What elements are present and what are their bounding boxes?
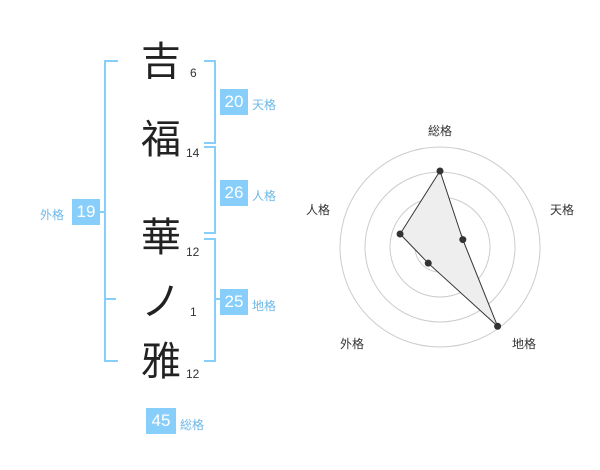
- radar-point-4: [424, 259, 432, 267]
- tenkaku-value-box: 20: [220, 89, 248, 115]
- gaikaku-bracket: [104, 60, 118, 362]
- name-char-5: 雅: [141, 339, 181, 385]
- stroke-count-2: 14: [186, 146, 200, 160]
- gaikaku-connector: [96, 211, 104, 213]
- gaikaku-bracket-tick: [104, 298, 116, 300]
- jinkaku-value-box: 26: [220, 180, 248, 206]
- name-char-3: 華: [141, 215, 181, 261]
- stroke-count-4: 1: [190, 305, 197, 319]
- chikaku-value-box: 25: [220, 289, 248, 315]
- chikaku-bracket: [204, 238, 216, 362]
- soukaku-value-box: 45: [146, 408, 176, 434]
- stroke-count-3: 12: [186, 245, 200, 259]
- radar-axis-label-gaikaku: 外格: [339, 337, 364, 351]
- tenkaku-label: 天格: [252, 98, 277, 112]
- radar-axis-label-chikaku: 地格: [511, 337, 536, 351]
- radar-point-2: [459, 236, 467, 244]
- soukaku-label: 総格: [180, 418, 205, 432]
- radar-point-3: [494, 322, 502, 330]
- chikaku-connector: [214, 298, 220, 300]
- name-char-1: 吉: [141, 39, 181, 85]
- radar-point-5: [396, 230, 404, 238]
- gaikaku-value-box: 19: [72, 199, 100, 225]
- radar-data-area: [399, 169, 499, 327]
- gaikaku-label: 外格: [40, 208, 65, 222]
- stroke-count-1: 6: [190, 66, 197, 80]
- stroke-count-5: 12: [186, 367, 200, 381]
- radar-axis-label-tenkaku: 天格: [549, 203, 574, 217]
- name-char-4: ノ: [141, 279, 181, 325]
- radar-points: [396, 167, 502, 330]
- name-char-2: 福: [141, 117, 181, 163]
- tenkaku-bracket: [204, 60, 216, 144]
- chikaku-label: 地格: [252, 299, 277, 313]
- radar-point-1: [436, 167, 444, 175]
- radar-ring: [339, 146, 541, 348]
- radar-axis-label-jinkaku: 人格: [305, 203, 330, 217]
- radar-axis-label-soukaku: 総格: [427, 124, 452, 138]
- jinkaku-bracket: [204, 146, 216, 234]
- jinkaku-label: 人格: [252, 189, 277, 203]
